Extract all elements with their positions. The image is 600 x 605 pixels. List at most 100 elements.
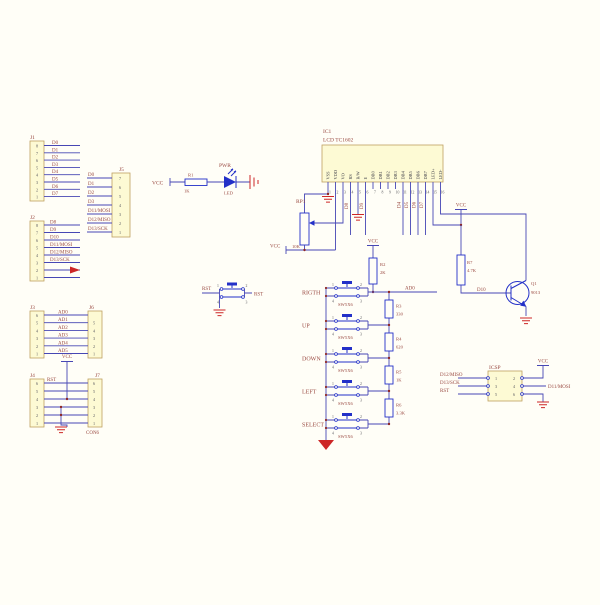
pin-number: 6 (93, 381, 95, 386)
pin-name: LED- (438, 169, 443, 180)
junction-dot (324, 393, 328, 397)
pin-number: 12 (411, 191, 415, 195)
lcd-pin: VDD 2 (333, 170, 339, 195)
pin-circle (520, 376, 524, 380)
lcd-pin: DB0 7 (371, 170, 377, 194)
pin-number: 1 (36, 352, 38, 357)
switch-part: SW5X6 (338, 401, 354, 406)
net-label-d9: D9 (360, 202, 365, 209)
lcd-module: IC1 LCD TC1602 VSS 1 VDD 2 VO 3 RS 4 (304, 129, 527, 281)
pin-number: 4 (513, 384, 516, 389)
pin-number: 2 (36, 413, 38, 418)
pin-row: 3 D13/SCK (36, 258, 80, 266)
pin-number: 5 (36, 165, 38, 170)
lcd-body (321, 144, 444, 183)
connector-body (87, 378, 103, 428)
pin-number: 3 (36, 261, 38, 266)
net-label: D3 (52, 163, 59, 168)
connector-designator: J5 (119, 167, 124, 173)
pin-number: 8 (382, 191, 384, 195)
pin-name: DB4 (401, 170, 406, 179)
pin-row: 1 1 (36, 421, 95, 426)
pin-number: 2 (360, 349, 362, 353)
lcd-pin: R/W 5 (356, 170, 362, 194)
pin-number: 9 (389, 191, 391, 195)
wire-led-plus (432, 189, 461, 226)
pin-row: D12/MISO 1 2 (440, 373, 524, 381)
pin-row: D1 6 (87, 182, 121, 190)
pin-number: 1 (332, 316, 334, 320)
lcd-pin: VO 3 (341, 173, 347, 194)
pin-row: 6 6 (36, 381, 95, 386)
switch-part: SW5X6 (338, 302, 354, 307)
connector-j1-rows: 8 D0 7 D1 6 D2 5 D3 4 D4 3 (36, 141, 80, 200)
pin-number: 15 (433, 191, 437, 195)
net-label: D2 (88, 191, 95, 196)
net-label: D11/MOSI (88, 209, 111, 214)
pin-number: 6 (36, 313, 38, 318)
connector-j5-rows: D0 7 D1 6 D2 5 D3 4 D11/MOSI 3 D12/MISO (87, 173, 122, 235)
lcd-pin: LED- 16 (438, 169, 445, 195)
resistor-name: R2 (380, 262, 386, 267)
pot-body (299, 212, 310, 246)
net-label: D12/MISO (440, 373, 463, 378)
vcc-port: VCC (61, 355, 73, 399)
net-label: D9 (50, 228, 57, 233)
pin-number: 4 (217, 301, 219, 305)
pin-number: 3 (36, 405, 38, 410)
wire-led-minus (440, 189, 527, 281)
switch-part: SW5X6 (338, 368, 354, 373)
button-label: UP (302, 324, 310, 330)
connector-body (29, 378, 45, 428)
vcc-port: VCC (270, 245, 287, 254)
pin-name: VDD (333, 170, 338, 180)
pin-number: 1 (495, 376, 497, 381)
resistor-name: R1 (188, 173, 194, 178)
resistor-value: 330 (396, 312, 404, 317)
lcd-pin: E 6 (363, 177, 369, 195)
ground-symbol (520, 317, 532, 325)
lcd-pin: DB5 12 (408, 170, 415, 194)
pin-number: 16 (441, 191, 445, 195)
pin-number: 8 (36, 223, 38, 228)
connector-subtitle: CON6 (86, 431, 100, 436)
junction-dot (324, 327, 328, 331)
pot-value: 10K (292, 244, 301, 249)
pin-number: 4 (332, 333, 334, 337)
ladder-resistors: R3 330 R4 620 R5 1K R6 3.3K (384, 299, 406, 418)
tact-switch-icon (334, 314, 360, 331)
power-arrow-icon (70, 266, 80, 274)
pin-number: 1 (332, 349, 334, 353)
pin-row: D3 4 (87, 200, 122, 208)
wire-vo (311, 189, 344, 224)
vcc-bar (367, 245, 379, 256)
net-label-d6: D6 (413, 201, 418, 208)
ladder-resistor: R4 620 (384, 332, 404, 352)
pin-number: 4 (119, 203, 122, 208)
junction-dot (326, 192, 330, 196)
junction-dot (59, 405, 63, 409)
pin-number: 5 (36, 389, 38, 394)
resistor-name: R7 (467, 260, 473, 265)
pin-name: DB0 (371, 170, 376, 179)
pin-number: 11 (403, 191, 407, 195)
pin-row: 1 D7 (36, 192, 80, 200)
lcd-pin: DB6 13 (416, 170, 423, 194)
lcd-pin: DB1 8 (378, 171, 384, 194)
pin-number: 3 (344, 191, 346, 195)
pin-number: 5 (36, 246, 38, 251)
junction-dot (324, 352, 328, 356)
ground-symbol (55, 426, 67, 434)
net-label-ad0: AD0 (405, 287, 415, 292)
junction-dot (324, 385, 328, 389)
pin-name: RS (348, 174, 353, 180)
net-label: D13/SCK (440, 381, 460, 386)
pin-name: DB7 (423, 170, 428, 179)
pin-row: 6 D10 (36, 236, 80, 243)
net-label-d10: D10 (477, 288, 486, 293)
tact-switch-icon (334, 281, 360, 298)
connector-j4-j7: J4 J7 6 6 5 5 4 4 3 3 2 (29, 355, 103, 436)
pin-number: 4 (36, 173, 39, 178)
wire-base (460, 285, 511, 294)
